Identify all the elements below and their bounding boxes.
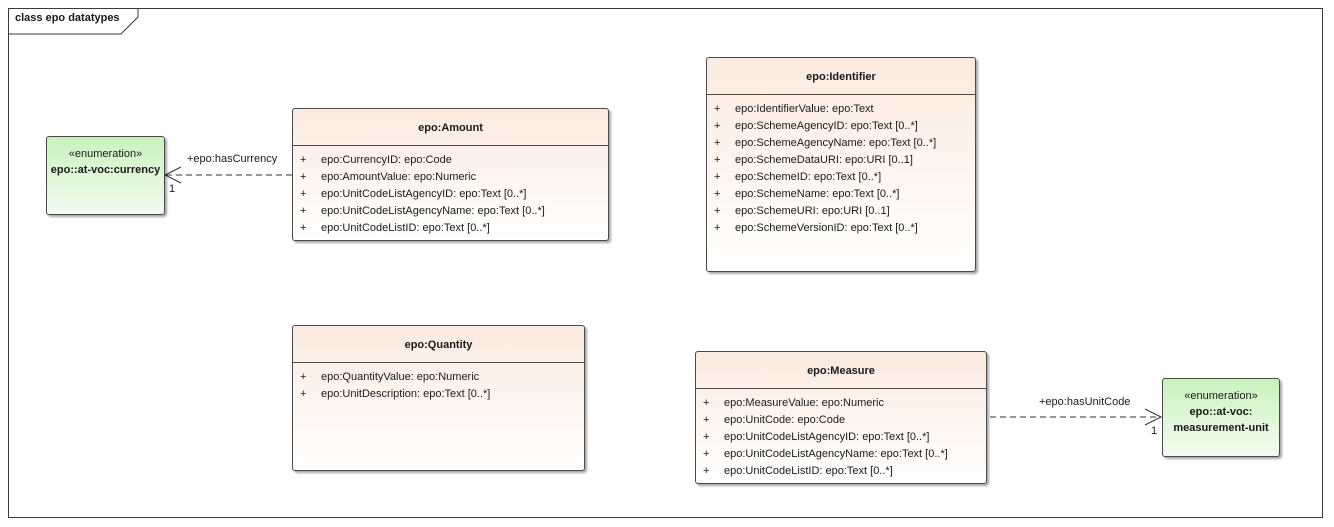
- attribute-visibility: +: [703, 465, 710, 477]
- attribute-text: epo:UnitCodeListID: epo:Text [0..*]: [321, 222, 490, 234]
- enumeration-measurement-unit[interactable]: «enumeration» epo::at-voc: measurement-u…: [1162, 378, 1280, 457]
- class-amount[interactable]: epo:Amount + epo:CurrencyID: epo:Code + epo…: [292, 108, 609, 241]
- attribute-visibility: +: [714, 154, 721, 166]
- class-name: epo:Quantity: [293, 326, 584, 363]
- class-attribute[interactable]: + epo:QuantityValue: epo:Numeric: [293, 369, 584, 386]
- class-attribute[interactable]: + epo:SchemeURI: epo:URI [0..1]: [707, 203, 975, 220]
- attribute-visibility: +: [714, 188, 721, 200]
- enumeration-stereotype: «enumeration»: [1184, 390, 1258, 402]
- attribute-text: epo:UnitCodeListAgencyName: epo:Text [0.…: [724, 448, 948, 460]
- class-attribute[interactable]: + epo:SchemeAgencyID: epo:Text [0..*]: [707, 118, 975, 135]
- attribute-list: + epo:CurrencyID: epo:Code + epo:AmountValu…: [293, 146, 608, 237]
- multiplicity-has-currency: 1: [169, 183, 176, 195]
- attribute-visibility: +: [714, 205, 721, 217]
- class-attribute[interactable]: + epo:UnitCodeListAgencyName: epo:Text [0…: [293, 203, 608, 220]
- class-attribute[interactable]: + epo:MeasureValue: epo:Numeric: [696, 395, 986, 412]
- class-measure[interactable]: epo:Measure + epo:MeasureValue: epo:Numer…: [695, 351, 987, 484]
- attribute-text: epo:SchemeVersionID: epo:Text [0..*]: [735, 222, 918, 234]
- attribute-text: epo:UnitCode: epo:Code: [724, 414, 846, 426]
- attribute-text: epo:MeasureValue: epo:Numeric: [724, 397, 884, 409]
- attribute-text: epo:SchemeDataURI: epo:URI [0..1]: [735, 154, 913, 166]
- class-attribute[interactable]: + epo:SchemeVersionID: epo:Text [0..*]: [707, 220, 975, 237]
- attribute-text: epo:SchemeAgencyID: epo:Text [0..*]: [735, 120, 918, 132]
- attribute-text: epo:SchemeURI: epo:URI [0..1]: [735, 205, 890, 217]
- attribute-visibility: +: [703, 448, 710, 460]
- attribute-visibility: +: [300, 222, 307, 234]
- attribute-text: epo:AmountValue: epo:Numeric: [321, 171, 477, 183]
- class-attribute[interactable]: + epo:UnitCodeListAgencyName: epo:Text [0…: [696, 446, 986, 463]
- class-name: epo:Amount: [293, 109, 608, 146]
- class-attribute[interactable]: + epo:SchemeID: epo:Text [0..*]: [707, 169, 975, 186]
- enumeration-stereotype: «enumeration»: [68, 148, 143, 160]
- attribute-list: + epo:QuantityValue: epo:Numeric + epo:Unit…: [293, 363, 584, 403]
- attribute-visibility: +: [714, 137, 721, 149]
- attribute-text: epo:QuantityValue: epo:Numeric: [321, 371, 480, 383]
- attribute-visibility: +: [703, 414, 710, 426]
- class-attribute[interactable]: + epo:UnitCodeListAgencyID: epo:Text [0..…: [696, 429, 986, 446]
- attribute-text: epo:UnitCodeListID: epo:Text [0..*]: [724, 465, 893, 477]
- enumeration-name: epo::at-voc:currency: [50, 164, 161, 176]
- attribute-visibility: +: [714, 103, 721, 115]
- attribute-text: epo:CurrencyID: epo:Code: [321, 154, 452, 166]
- attribute-visibility: +: [300, 371, 307, 383]
- class-attribute[interactable]: + epo:AmountValue: epo:Numeric: [293, 169, 608, 186]
- attribute-text: epo:SchemeName: epo:Text [0..*]: [735, 188, 900, 200]
- association-has-currency[interactable]: [163, 166, 292, 184]
- enumeration-currency[interactable]: «enumeration» epo::at-voc:currency: [46, 136, 165, 215]
- diagram-title: class epo datatypes: [15, 12, 120, 24]
- enumeration-name-line-1: epo::at-voc:: [1189, 406, 1253, 418]
- class-attribute[interactable]: + epo:UnitCodeListID: epo:Text [0..*]: [293, 220, 608, 237]
- class-attribute[interactable]: + epo:SchemeName: epo:Text [0..*]: [707, 186, 975, 203]
- attribute-text: epo:IdentifierValue: epo:Text: [735, 103, 874, 115]
- attribute-visibility: +: [714, 120, 721, 132]
- class-attribute[interactable]: + epo:IdentifierValue: epo:Text: [707, 101, 975, 118]
- attribute-text: epo:SchemeAgencyName: epo:Text [0..*]: [735, 137, 937, 149]
- attribute-visibility: +: [300, 388, 307, 400]
- multiplicity-has-unit-code: 1: [1151, 425, 1158, 437]
- attribute-text: epo:UnitCodeListAgencyName: epo:Text [0.…: [321, 205, 545, 217]
- attribute-visibility: +: [300, 205, 307, 217]
- attribute-visibility: +: [714, 171, 721, 183]
- enumeration-name-line-2: measurement-unit: [1173, 422, 1269, 434]
- attribute-text: epo:UnitCodeListAgencyID: epo:Text [0..*…: [724, 431, 930, 443]
- class-attribute[interactable]: + epo:SchemeAgencyName: epo:Text [0..*]: [707, 135, 975, 152]
- attribute-visibility: +: [300, 171, 307, 183]
- attribute-visibility: +: [703, 397, 710, 409]
- class-attribute[interactable]: + epo:UnitCodeListID: epo:Text [0..*]: [696, 463, 986, 480]
- class-name: epo:Measure: [696, 352, 986, 389]
- class-quantity[interactable]: epo:Quantity + epo:QuantityValue: epo:Num…: [292, 325, 585, 471]
- class-attribute[interactable]: + epo:UnitCode: epo:Code: [696, 412, 986, 429]
- class-attribute[interactable]: + epo:SchemeDataURI: epo:URI [0..1]: [707, 152, 975, 169]
- attribute-text: epo:UnitCodeListAgencyID: epo:Text [0..*…: [321, 188, 527, 200]
- class-identifier[interactable]: epo:Identifier + epo:IdentifierValue: epo…: [706, 57, 976, 272]
- attribute-text: epo:SchemeID: epo:Text [0..*]: [735, 171, 882, 183]
- association-has-unit-code[interactable]: [990, 408, 1163, 426]
- class-attribute[interactable]: + epo:CurrencyID: epo:Code: [293, 152, 608, 169]
- diagram-frame: [8, 8, 1323, 518]
- attribute-text: epo:UnitDescription: epo:Text [0..*]: [321, 388, 491, 400]
- attribute-list: + epo:MeasureValue: epo:Numeric + epo:UnitC…: [696, 389, 986, 480]
- role-has-unit-code: +epo:hasUnitCode: [1039, 396, 1131, 408]
- attribute-list: + epo:IdentifierValue: epo:Text + epo:Schem…: [707, 95, 975, 237]
- class-name: epo:Identifier: [707, 58, 975, 95]
- class-attribute[interactable]: + epo:UnitDescription: epo:Text [0..*]: [293, 386, 584, 403]
- role-has-currency: +epo:hasCurrency: [187, 153, 278, 165]
- class-attribute[interactable]: + epo:UnitCodeListAgencyID: epo:Text [0..…: [293, 186, 608, 203]
- attribute-visibility: +: [300, 154, 307, 166]
- attribute-visibility: +: [714, 222, 721, 234]
- attribute-visibility: +: [703, 431, 710, 443]
- attribute-visibility: +: [300, 188, 307, 200]
